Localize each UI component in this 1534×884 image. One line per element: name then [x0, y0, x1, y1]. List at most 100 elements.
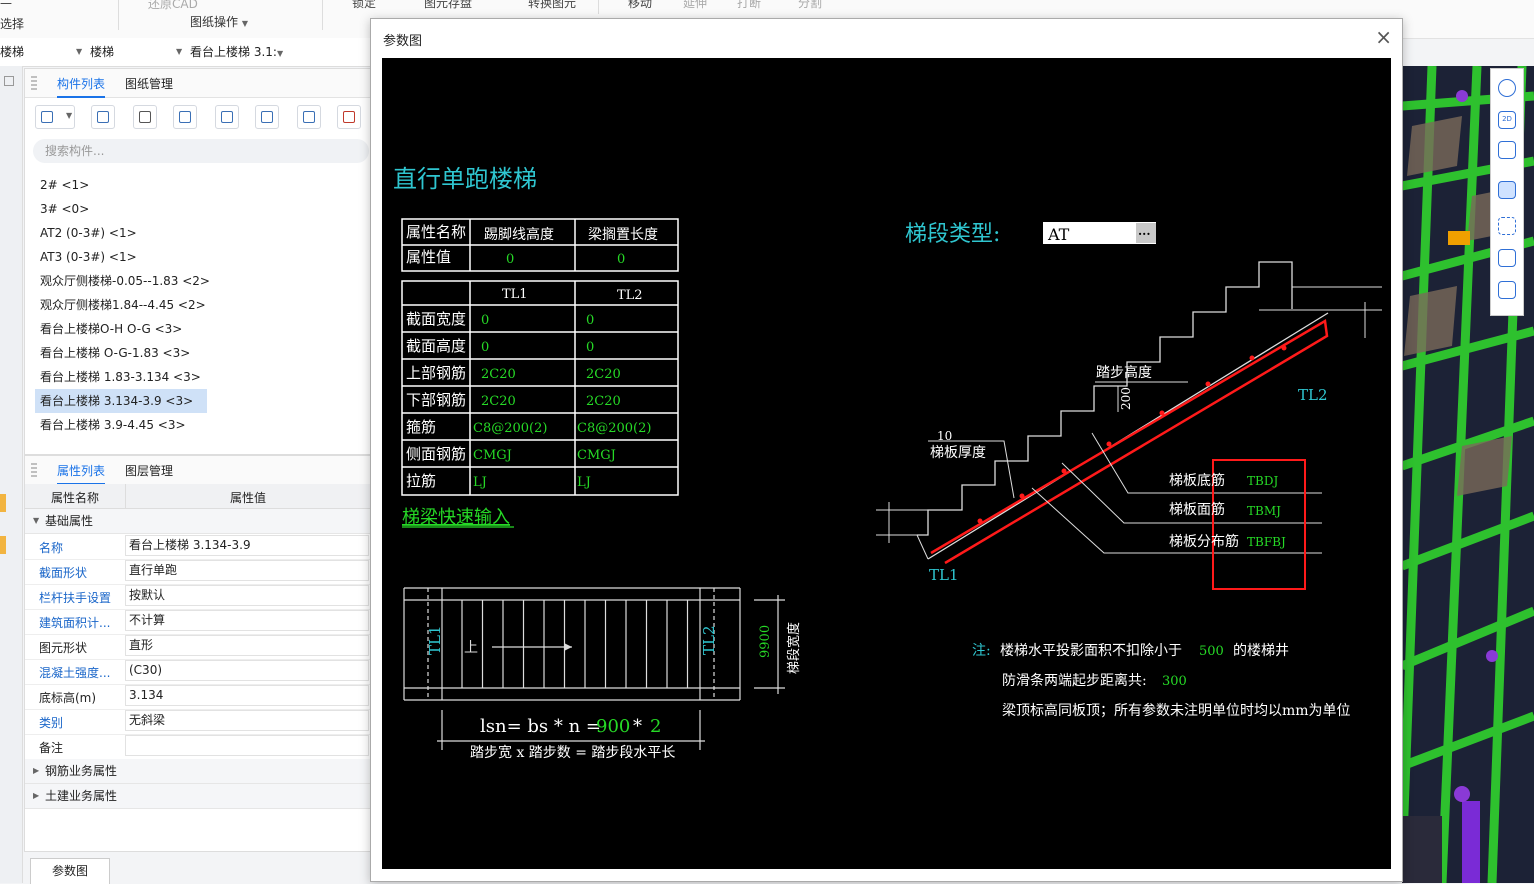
tab-layer-management[interactable]: 图层管理 — [125, 464, 174, 478]
note-line1-value[interactable]: 500 — [1199, 644, 1224, 659]
t2-tl1-value[interactable]: LJ — [473, 475, 487, 490]
list-button[interactable] — [297, 105, 321, 129]
t2-tl2-value[interactable]: 0 — [586, 340, 594, 355]
ribbon-break[interactable]: 打断 — [737, 0, 762, 10]
t2-tl1-value[interactable]: 0 — [481, 340, 489, 355]
segment-type-value[interactable]: AT — [1047, 225, 1070, 244]
ribbon-lock[interactable]: 锁定 — [352, 0, 377, 10]
property-value-field[interactable]: 无斜梁 — [125, 710, 369, 731]
layer-copy-button[interactable] — [173, 105, 197, 129]
ribbon-save-elements[interactable]: 图元存盘 — [424, 0, 473, 10]
group-rebar-properties[interactable]: ▶ 钢筋业务属性 — [25, 759, 371, 784]
t2-tl1-value[interactable]: C8@200(2) — [473, 421, 547, 436]
tab-parameter-drawing[interactable]: 参数图 — [30, 858, 110, 884]
t2-tl2-value[interactable]: 2C20 — [586, 367, 621, 382]
tab-component-list[interactable]: 构件列表 — [57, 75, 106, 98]
ribbon-split[interactable]: 分割 — [798, 0, 823, 10]
property-value-field[interactable]: 3.134 — [125, 685, 369, 706]
step-height-value[interactable]: 200 — [1119, 387, 1133, 410]
component-list-item[interactable]: 看台上楼梯 O-G-1.83 <3> — [40, 346, 191, 360]
component-list-item[interactable]: 看台上楼梯O-H O-G <3> — [40, 322, 183, 336]
ribbon-move[interactable]: 移动 — [628, 0, 653, 10]
slab-thickness-value[interactable]: 10 — [937, 429, 952, 443]
chevron-down-icon: ▼ — [76, 47, 83, 56]
property-value-field[interactable]: 直行单跑 — [125, 560, 369, 581]
property-value-field[interactable] — [125, 735, 369, 756]
t2-tl1-value[interactable]: 2C20 — [481, 367, 516, 382]
quick-input-link[interactable]: 梯梁快速输入 — [402, 507, 510, 528]
property-value-field[interactable]: 直形 — [125, 635, 369, 656]
t1-kick-value[interactable]: 0 — [506, 252, 514, 267]
tab-property-list[interactable]: 属性列表 — [57, 462, 106, 485]
property-row: 栏杆扶手设置按默认 — [25, 584, 371, 610]
fullscreen-icon[interactable] — [1498, 217, 1516, 235]
3d-box-icon[interactable] — [1498, 141, 1516, 159]
ellipsis-icon[interactable]: ··· — [1138, 227, 1151, 241]
component-dropdown[interactable]: 看台上楼梯 3.1:▼ — [190, 45, 284, 59]
segment-type-button[interactable] — [1136, 223, 1156, 243]
filter-button[interactable] — [255, 105, 279, 129]
t1-seat-value[interactable]: 0 — [617, 252, 625, 267]
save-button[interactable] — [215, 105, 239, 129]
close-icon[interactable]: × — [1375, 25, 1392, 49]
new-component-button[interactable]: ▼ — [35, 105, 75, 129]
t1-header-seat: 梁搁置长度 — [588, 227, 658, 243]
orbit-icon[interactable] — [1498, 79, 1516, 97]
property-value-field[interactable]: 看台上楼梯 3.134-3.9 — [125, 535, 369, 556]
t2-tl1-value[interactable]: CMGJ — [473, 448, 512, 463]
t2-tl2-value[interactable]: LJ — [577, 475, 591, 490]
drag-grip-icon[interactable] — [31, 463, 37, 477]
formula-step-count[interactable]: 2 — [650, 716, 661, 737]
2d-view-icon[interactable]: 2D — [1498, 111, 1516, 129]
component-list-item[interactable]: AT3 (0-3#) <1> — [40, 250, 137, 264]
note-line2-value[interactable]: 300 — [1162, 674, 1187, 689]
ribbon-convert-elements[interactable]: 转换图元 — [528, 0, 577, 10]
t2-tl2-value[interactable]: 0 — [586, 313, 594, 328]
ribbon-drawing-ops[interactable]: 图纸操作 ▼ — [190, 15, 248, 29]
t2-tl1-value[interactable]: 0 — [481, 313, 489, 328]
property-value-field[interactable]: (C30) — [125, 660, 369, 681]
ribbon-select-label[interactable]: 选择 — [0, 17, 25, 31]
t2-tl2-value[interactable]: 2C20 — [586, 394, 621, 409]
3d-solid-icon[interactable] — [1498, 181, 1516, 199]
group-civil-properties[interactable]: ▶ 土建业务属性 — [25, 784, 371, 809]
delete-button[interactable] — [133, 105, 157, 129]
properties-button[interactable] — [337, 105, 361, 129]
segment-type-field[interactable] — [1043, 222, 1156, 244]
component-list-item[interactable]: 看台上楼梯 3.9-4.45 <3> — [40, 418, 186, 432]
component-list-item[interactable]: 观众厅侧楼梯-0.05--1.83 <2> — [40, 274, 210, 288]
property-value-field[interactable]: 按默认 — [125, 585, 369, 606]
ribbon-restore-cad[interactable]: 还原CAD — [148, 0, 198, 11]
formula-caption: 踏步宽 x 踏步数 = 踏步段水平长 — [470, 744, 675, 761]
formula-step-width[interactable]: 900 — [596, 716, 630, 737]
component-list-item[interactable]: 看台上楼梯 1.83-3.134 <3> — [40, 370, 201, 384]
bottom-bar-value[interactable]: TBDJ — [1247, 474, 1278, 488]
table-beam-params — [401, 280, 679, 496]
search-input[interactable]: 搜索构件... — [33, 139, 369, 163]
t2-tl2-value[interactable]: C8@200(2) — [577, 421, 651, 436]
t2-tl1-value[interactable]: 2C20 — [481, 394, 516, 409]
cube-view-icon[interactable] — [1498, 249, 1516, 267]
ribbon-extend[interactable]: 延伸 — [683, 0, 708, 10]
component-list-item[interactable]: 观众厅侧楼梯1.84--4.45 <2> — [40, 298, 206, 312]
copy-button[interactable] — [91, 105, 115, 129]
property-name: 图元形状 — [39, 641, 88, 655]
panel-icon[interactable] — [4, 76, 14, 86]
component-list-item[interactable]: 看台上楼梯 3.134-3.9 <3> — [35, 389, 207, 413]
tab-drawing-management[interactable]: 图纸管理 — [125, 77, 174, 91]
floor-dropdown[interactable]: 楼梯▼ — [0, 42, 84, 62]
distribution-bar-value[interactable]: TBFBJ — [1247, 535, 1286, 549]
group-basic-properties[interactable]: ▼ 基础属性 — [25, 509, 371, 534]
component-list-item[interactable]: 2# <1> — [40, 178, 90, 192]
drag-grip-icon[interactable] — [31, 76, 37, 90]
t2-tl2-value[interactable]: CMGJ — [577, 448, 616, 463]
component-list-item[interactable]: 3# <0> — [40, 202, 90, 216]
plan-width-value[interactable]: 9900 — [758, 625, 773, 658]
note-prefix: 注: — [972, 643, 991, 659]
display-settings-icon[interactable] — [1498, 281, 1516, 299]
top-bar-value[interactable]: TBMJ — [1247, 504, 1281, 518]
property-name: 建筑面积计... — [39, 616, 111, 630]
component-list-item[interactable]: AT2 (0-3#) <1> — [40, 226, 137, 240]
type-dropdown[interactable]: 楼梯▼ — [90, 42, 182, 62]
property-value-field[interactable]: 不计算 — [125, 610, 369, 631]
